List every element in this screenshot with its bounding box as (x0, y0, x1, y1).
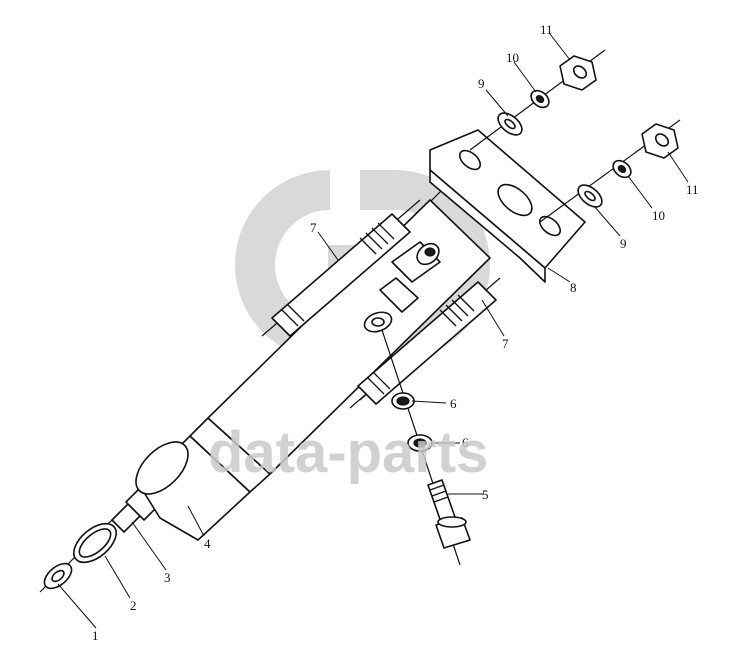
callout-6-upper: 6 (450, 396, 457, 411)
callout-5: 5 (482, 487, 489, 502)
callout-10-lower: 10 (652, 208, 665, 223)
callout-11-upper: 11 (540, 22, 553, 37)
watermark-text: data-parts (208, 420, 488, 485)
stud-part-7-upper (261, 199, 421, 337)
lock-washer-part-10-lower (612, 159, 632, 179)
stud-part-7-lower (349, 277, 501, 409)
o-ring-part-2 (73, 522, 117, 564)
lock-washer-part-10-upper (530, 89, 550, 109)
banjo-bolt-part-5 (427, 479, 471, 549)
callout-2: 2 (130, 598, 137, 613)
sealing-washer-part-6-upper (391, 392, 415, 410)
banjo-washer (363, 311, 393, 333)
callout-8: 8 (570, 280, 577, 295)
callout-1: 1 (92, 628, 99, 643)
callout-6-lower: 6 (462, 435, 469, 450)
callout-3: 3 (164, 570, 171, 585)
fuel-inlet-fitting (379, 241, 441, 313)
callout-4: 4 (204, 536, 211, 551)
callout-labels: 1 2 3 4 5 6 6 7 7 8 9 9 10 10 11 11 (92, 22, 699, 643)
washer-part-9-upper (497, 112, 523, 136)
callout-9-upper: 9 (478, 76, 485, 91)
callout-9-lower: 9 (620, 236, 627, 251)
callout-11-lower: 11 (686, 182, 699, 197)
callout-10-upper: 10 (506, 50, 519, 65)
washer-part-1 (43, 562, 73, 590)
flange-clamp-part-8 (429, 129, 586, 283)
washer-part-9-lower (577, 184, 603, 208)
nut-part-11-lower (641, 123, 679, 159)
leader-lines (57, 33, 689, 629)
callout-7-lower: 7 (502, 336, 509, 351)
nut-part-11-upper (559, 55, 597, 91)
callout-7-upper: 7 (310, 220, 317, 235)
